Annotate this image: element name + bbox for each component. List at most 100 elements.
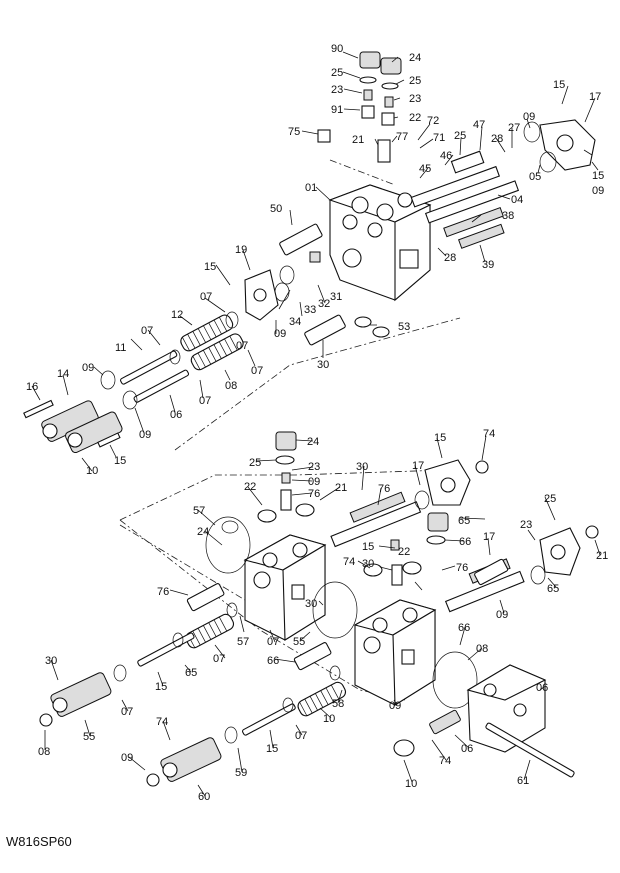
callout: 07 bbox=[200, 291, 212, 303]
callout: 09 bbox=[592, 185, 604, 197]
callout: 21 bbox=[335, 482, 347, 494]
callout: 11 bbox=[115, 342, 126, 354]
upper-springs-rods bbox=[100, 311, 244, 410]
callout: 65 bbox=[185, 667, 197, 679]
callout: 08 bbox=[225, 380, 237, 392]
callout: 15 bbox=[434, 432, 446, 444]
callout: 10 bbox=[86, 465, 98, 477]
callout: 07 bbox=[251, 365, 263, 377]
callout: 15 bbox=[114, 455, 126, 467]
callout: 24 bbox=[409, 52, 421, 64]
callout: 45 bbox=[419, 163, 431, 175]
callout: 25 bbox=[454, 130, 466, 142]
callout: 34 bbox=[289, 316, 301, 328]
callout: 15 bbox=[592, 170, 604, 182]
upper-valve-body bbox=[328, 184, 432, 302]
callout: 30 bbox=[45, 655, 57, 667]
callout: 74 bbox=[483, 428, 495, 440]
callout: 09 bbox=[389, 700, 401, 712]
middle-cap-stacks bbox=[257, 431, 449, 586]
callout: 60 bbox=[198, 791, 210, 803]
callout: 09 bbox=[139, 429, 151, 441]
callout: 06 bbox=[170, 409, 182, 421]
callout: 23 bbox=[331, 84, 343, 96]
callout: 76 bbox=[157, 586, 169, 598]
callout: 38 bbox=[502, 210, 514, 222]
callout: 01 bbox=[305, 182, 317, 194]
callout: 31 bbox=[330, 291, 342, 303]
callout: 14 bbox=[57, 368, 69, 380]
callout: 24 bbox=[307, 436, 319, 448]
callout: 24 bbox=[197, 526, 209, 538]
callout: 61 bbox=[517, 775, 529, 787]
callout: 05 bbox=[529, 171, 541, 183]
callout: 30 bbox=[317, 359, 329, 371]
callout: 22 bbox=[409, 112, 421, 124]
callout: 32 bbox=[318, 298, 330, 310]
callout: 58 bbox=[332, 698, 344, 710]
callout: 76 bbox=[308, 488, 320, 500]
callout: 71 bbox=[433, 132, 445, 144]
callout: 72 bbox=[427, 115, 439, 127]
callout: 25 bbox=[331, 67, 343, 79]
callout: 57 bbox=[237, 636, 249, 648]
middle-section-body-right bbox=[312, 581, 478, 709]
callout: 28 bbox=[444, 252, 456, 264]
callout: 12 bbox=[171, 309, 183, 321]
callout: 47 bbox=[473, 119, 485, 131]
callout-labels: 90 24 25 25 23 23 91 22 75 21 77 72 71 2… bbox=[26, 43, 608, 803]
callout: 30 bbox=[356, 461, 368, 473]
callout: 27 bbox=[508, 122, 520, 134]
callout: 23 bbox=[520, 519, 532, 531]
callout: 39 bbox=[482, 259, 494, 271]
callout: 15 bbox=[553, 79, 565, 91]
upper-cap-stacks bbox=[317, 51, 402, 163]
callout: 10 bbox=[405, 778, 417, 790]
relief-valve bbox=[274, 223, 323, 302]
callout: 55 bbox=[293, 636, 305, 648]
callout: 07 bbox=[213, 653, 225, 665]
lower-solenoid-caps bbox=[39, 672, 222, 787]
callout: 15 bbox=[155, 681, 167, 693]
middle-springs-rods bbox=[113, 558, 509, 744]
callout: 25 bbox=[409, 75, 421, 87]
callout: 09 bbox=[523, 111, 535, 123]
left-cover bbox=[244, 269, 279, 321]
callout: 07 bbox=[121, 706, 133, 718]
callout: 15 bbox=[266, 743, 278, 755]
callout: 19 bbox=[235, 244, 247, 256]
callout: 50 bbox=[270, 203, 282, 215]
callout: 07 bbox=[267, 636, 279, 648]
callout: 66 bbox=[267, 655, 279, 667]
end-cover bbox=[393, 664, 575, 778]
callout: 76 bbox=[378, 483, 390, 495]
callout: 33 bbox=[304, 304, 316, 316]
callout: 25 bbox=[544, 493, 556, 505]
upper-solenoid-caps bbox=[23, 399, 123, 454]
callout: 91 bbox=[331, 104, 343, 116]
callout: 74 bbox=[343, 556, 355, 568]
callout: 15 bbox=[204, 261, 216, 273]
middle-spools bbox=[330, 491, 525, 613]
upper-small-parts bbox=[304, 314, 390, 346]
leader-lines bbox=[31, 51, 601, 797]
callout: 66 bbox=[458, 622, 470, 634]
callout: 75 bbox=[288, 126, 300, 138]
callout: 06 bbox=[536, 682, 548, 694]
middle-covers bbox=[414, 459, 599, 585]
callout: 16 bbox=[26, 381, 38, 393]
callout: 59 bbox=[235, 767, 247, 779]
callout: 76 bbox=[456, 562, 468, 574]
callout: 09 bbox=[274, 328, 286, 340]
callout: 30 bbox=[362, 558, 374, 570]
callout: 17 bbox=[483, 531, 495, 543]
callout: 23 bbox=[308, 461, 320, 473]
callout: 07 bbox=[141, 325, 153, 337]
callout: 22 bbox=[244, 481, 256, 493]
callout: 17 bbox=[589, 91, 601, 103]
callout: 21 bbox=[596, 550, 608, 562]
middle-section-body-left bbox=[205, 516, 327, 641]
callout: 30 bbox=[305, 598, 317, 610]
callout: 65 bbox=[547, 583, 559, 595]
callout: 28 bbox=[491, 133, 503, 145]
